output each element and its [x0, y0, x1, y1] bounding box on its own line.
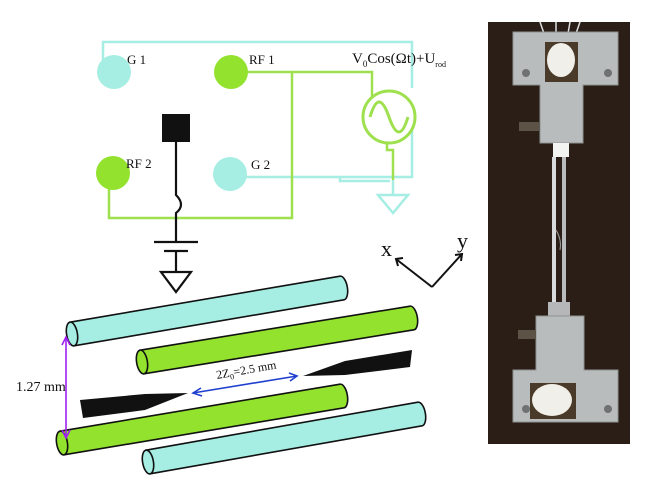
electrode-label-rf2: RF 2: [126, 156, 152, 171]
needle-gap-sub: 0: [229, 372, 235, 382]
rod-ground-top: [65, 275, 349, 347]
rod-spacing-label: 1.27 mm: [16, 380, 66, 395]
needle-right: [303, 350, 412, 376]
needle-gap-dimension: [191, 372, 299, 397]
source-v: V: [352, 51, 363, 67]
electrode-g2: [213, 157, 247, 191]
rod-rf-top: [135, 305, 419, 375]
ground-wiring: [101, 40, 414, 183]
electrode-label-g1: G 1: [127, 52, 146, 67]
trap-rods: [55, 275, 427, 475]
needle-gap-suffix: =2.5 mm: [232, 357, 278, 378]
electrode-rf1: [214, 55, 248, 89]
axis-y-arrow: [431, 253, 463, 288]
source-u-sub: rod: [435, 60, 446, 69]
dc-supply: [154, 114, 198, 294]
axis-y-arrowhead: [454, 252, 464, 262]
axis-x-arrowhead: [394, 257, 404, 267]
dc-electrode: [162, 114, 190, 142]
source-voltage-label: V0Cos(Ωt)+Urod: [352, 51, 446, 69]
electrode-label-rf1: RF 1: [249, 52, 275, 67]
axes-indicator: [394, 252, 464, 288]
electrode-group: G 1 RF 1 RF 2 G 2: [96, 52, 275, 191]
axis-x-label: x: [381, 236, 392, 261]
source-v-sub: 0: [363, 59, 368, 69]
ac-source-icon: [361, 89, 417, 145]
dc-wire: [174, 142, 183, 242]
electrode-label-g2: G 2: [251, 157, 270, 172]
needle-left: [80, 393, 188, 418]
axis-x-arrow: [395, 258, 433, 288]
rod-ground-bottom: [141, 401, 427, 475]
axis-y-label: y: [457, 228, 468, 253]
needle-electrodes: [80, 350, 412, 418]
electrode-g1: [97, 55, 131, 89]
dc-ground-icon: [158, 270, 194, 294]
needle-gap-prefix: 2Z: [215, 366, 231, 382]
ground-icon: [375, 180, 411, 215]
trap-photo: [488, 21, 630, 444]
source-cos: Cos(Ωt)+U: [367, 51, 435, 67]
electrode-rf2: [96, 156, 130, 190]
rod-rf-bottom: [55, 383, 349, 456]
rf-wiring: [107, 70, 395, 220]
rod-spacing-dimension: [61, 335, 71, 440]
